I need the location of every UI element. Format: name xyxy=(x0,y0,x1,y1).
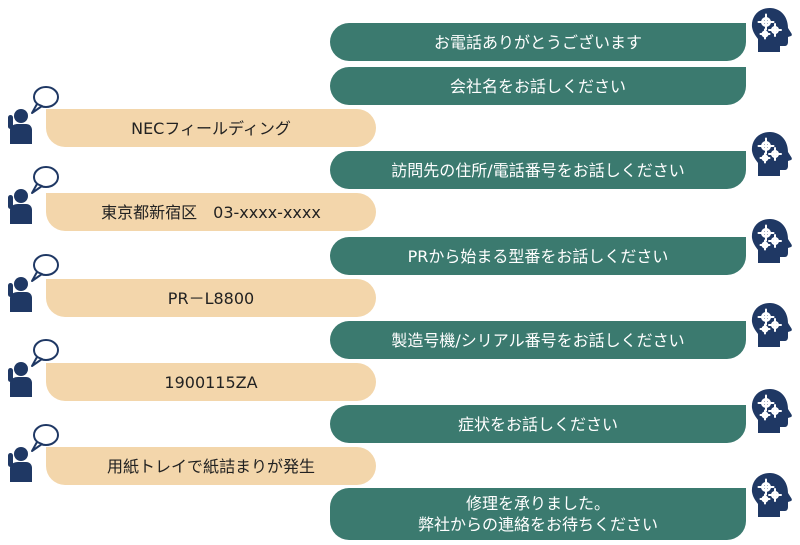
user-message: 用紙トレイで紙詰まりが発生 xyxy=(46,447,376,485)
system-message: 会社名をお話しください xyxy=(330,67,746,105)
system-message: 症状をお話しください xyxy=(330,405,746,443)
user-message: PR－L8800 xyxy=(46,279,376,317)
user-message: 1900115ZA xyxy=(46,363,376,401)
robot-head-gears-icon xyxy=(748,216,798,266)
robot-head-gears-icon xyxy=(748,470,798,520)
system-message: お電話ありがとうございます xyxy=(330,23,746,61)
user-message: NECフィールディング xyxy=(46,109,376,147)
user-message: 東京都新宿区 03-xxxx-xxxx xyxy=(46,193,376,231)
system-message: 修理を承りました。 弊社からの連絡をお待ちください xyxy=(330,488,746,540)
robot-head-gears-icon xyxy=(748,129,798,179)
robot-head-gears-icon xyxy=(748,5,798,55)
system-message: 製造号機/シリアル番号をお話しください xyxy=(330,321,746,359)
system-message: 訪問先の住所/電話番号をお話しください xyxy=(330,151,746,189)
robot-head-gears-icon xyxy=(748,300,798,350)
system-message: PRから始まる型番をお話しください xyxy=(330,237,746,275)
robot-head-gears-icon xyxy=(748,386,798,436)
